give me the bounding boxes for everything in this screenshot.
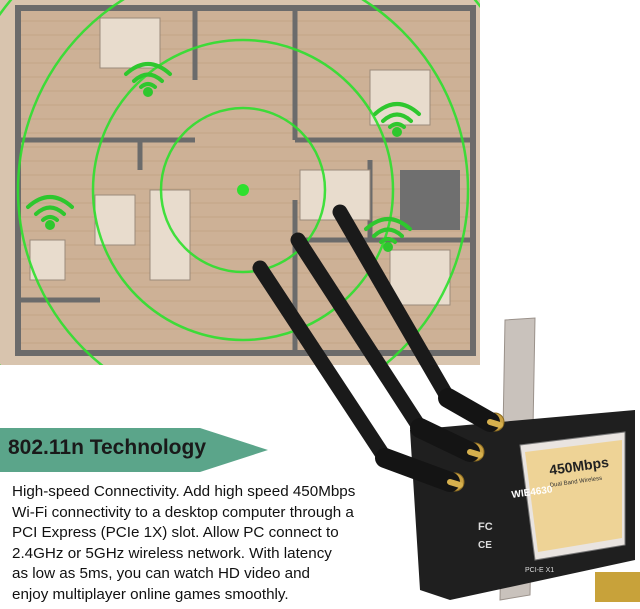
floor-plan-illustration	[0, 0, 480, 365]
description-line: enjoy multiplayer online games smoothly.	[12, 585, 289, 603]
board-label: PCI-E X1	[525, 567, 554, 574]
pcie-wifi-card: 450Mbps Dual Band Wireless WIE4630 FC CE…	[252, 204, 640, 602]
description-line: as low as 5ms, you can watch HD video an…	[12, 565, 310, 583]
fcc-mark: FC	[478, 521, 493, 533]
feature-description: High-speed Connectivity. Add high speed …	[12, 482, 392, 606]
ce-mark: CE	[478, 540, 492, 551]
wifi-icon	[124, 62, 172, 97]
description-line: High-speed Connectivity. Add high speed …	[12, 483, 356, 500]
wifi-icon	[26, 195, 74, 230]
wifi-icon	[373, 102, 421, 137]
description-line: 2.4GHz or 5GHz wireless network. With la…	[12, 544, 332, 562]
technology-banner: 802.11n Technology	[0, 428, 290, 472]
technology-title: 802.11n Technology	[8, 436, 207, 459]
wifi-icon	[364, 217, 412, 252]
description-line: PCI Express (PCIe 1X) slot. Allow PC con…	[12, 524, 339, 542]
description-line: Wi-Fi connectivity to a desktop computer…	[12, 503, 354, 521]
